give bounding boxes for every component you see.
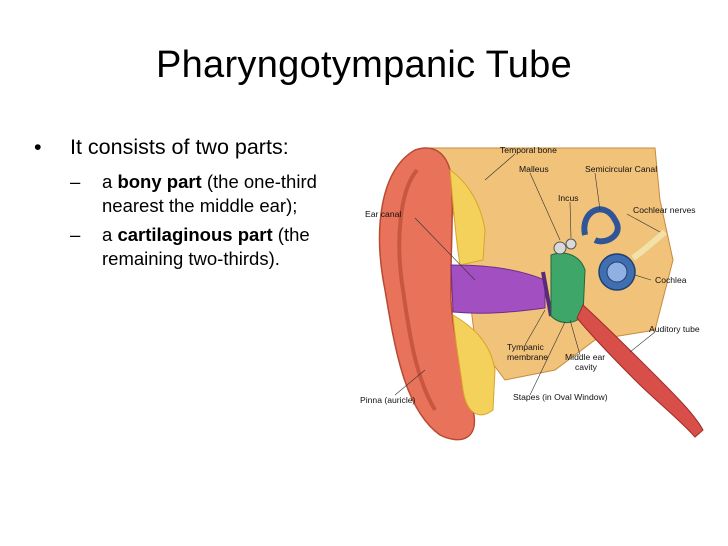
bullet-item: • It consists of two parts:	[34, 134, 354, 161]
label-incus: Incus	[558, 193, 579, 203]
incus-shape	[565, 238, 577, 250]
malleus-shape	[553, 241, 567, 255]
sub-bullet-item: – a cartilaginous part (the remaining tw…	[70, 223, 354, 270]
sub-bullet-item: – a bony part (the one-third nearest the…	[70, 170, 354, 217]
cochlea-inner	[606, 261, 628, 283]
sub-bullet-rest: (the remaining two-thirds).	[102, 224, 310, 269]
label-tympanic-membrane-2: membrane	[507, 352, 548, 362]
sub-bullet-rest: (the one-third nearest the middle ear);	[102, 171, 317, 216]
ear-anatomy-diagram: Temporal bone Malleus Semicircular Canal…	[355, 140, 705, 445]
sub-bullet-prefix: a	[102, 171, 118, 192]
bullet-text: It consists of two parts:	[70, 135, 289, 159]
label-tympanic-membrane: Tympanic	[507, 342, 544, 352]
sub-bullet-marker: –	[70, 171, 81, 192]
sub-bullet-list: – a bony part (the one-third nearest the…	[34, 170, 354, 270]
sub-bullet-bold: bony part	[117, 171, 202, 192]
label-auditory-tube: Auditory tube	[649, 324, 700, 334]
pinna-inner	[397, 168, 437, 412]
tympanic-membrane-shape	[541, 271, 553, 317]
label-ear-canal: Ear canal	[365, 209, 401, 219]
label-cochlear-nerves: Cochlear nerves	[633, 205, 696, 215]
label-pinna: Pinna (auricle)	[360, 395, 416, 405]
label-malleus: Malleus	[519, 164, 549, 174]
label-middle-ear: Middle ear	[565, 352, 605, 362]
bullet-marker: •	[34, 135, 42, 159]
sub-bullet-prefix: a	[102, 224, 118, 245]
auditory-tube-shape	[576, 304, 704, 438]
sub-bullet-bold: cartilaginous part	[117, 224, 273, 245]
sub-bullet-marker: –	[70, 224, 81, 245]
bullet-list: • It consists of two parts: – a bony par…	[34, 134, 354, 276]
slide-title: Pharyngotympanic Tube	[155, 44, 573, 86]
label-middle-ear-2: cavity	[575, 362, 598, 372]
label-semicircular-canal: Semicircular Canal	[585, 164, 657, 174]
fat-tissue-lower	[452, 314, 496, 416]
label-stapes: Stapes (in Oval Window)	[513, 392, 608, 402]
ear-canal-shape	[450, 264, 546, 314]
label-cochlea: Cochlea	[655, 275, 687, 285]
fat-tissue-upper	[449, 168, 486, 266]
semicircular-canal-shape	[581, 206, 621, 245]
label-temporal-bone: Temporal bone	[500, 145, 557, 155]
cochlear-nerve-shape	[631, 229, 667, 261]
